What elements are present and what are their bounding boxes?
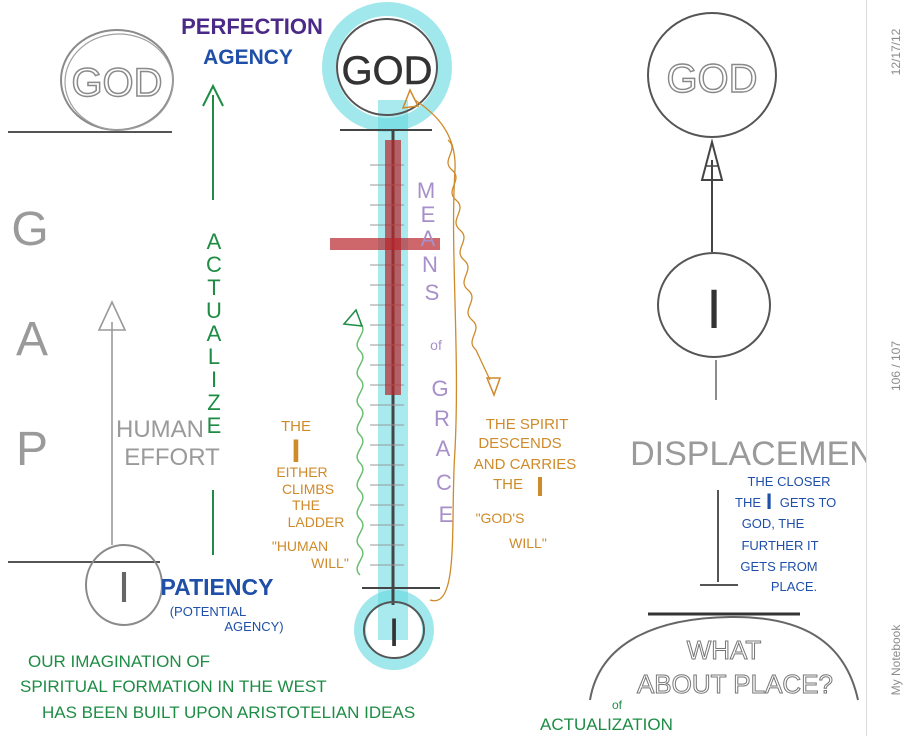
climb-note-will: WILL" xyxy=(311,555,349,571)
patiency-label: PATIENCY xyxy=(161,574,274,600)
actualize-letter-5: A xyxy=(207,321,222,346)
means-of-word: of xyxy=(430,337,442,353)
left-god-circle-outline xyxy=(64,33,174,131)
spirit-note-line-2: DESCENDS xyxy=(478,435,561,452)
actualize-letter-6: L xyxy=(208,344,220,369)
grace-letter-g: G xyxy=(431,376,448,401)
means-letter-a: A xyxy=(421,226,436,251)
center-god-circle xyxy=(336,18,438,116)
grace-letter-r: R xyxy=(434,406,450,431)
notebook-sidebar: 12/17/12 106 / 107 My Notebook xyxy=(866,0,924,736)
gap-letter-g: G xyxy=(11,203,48,256)
right-god-circle xyxy=(647,12,777,138)
spirit-note-i: I xyxy=(536,471,544,502)
spirit-note-will: WILL" xyxy=(509,535,547,551)
center-diagram: GOD I M E A N S of G R xyxy=(272,2,577,670)
actualize-letter-1: A xyxy=(207,229,222,254)
means-letter-e: E xyxy=(421,202,436,227)
spirit-outer-curve xyxy=(414,99,458,602)
actualize-letter-3: T xyxy=(207,275,220,300)
red-cross-vertical xyxy=(385,140,401,395)
center-i-circle xyxy=(363,601,425,659)
means-letter-m: M xyxy=(417,178,435,203)
caption-line-2: SPIRITUAL FORMATION IN THE WEST xyxy=(20,677,327,696)
red-cross-horizontal xyxy=(330,238,440,250)
spirit-squiggle xyxy=(447,139,491,381)
caption-of: of xyxy=(612,698,623,712)
climb-note-i: I xyxy=(292,433,301,469)
place-arc xyxy=(589,615,859,701)
left-i-label: I xyxy=(118,563,130,612)
closer-note-line-5: GETS FROM xyxy=(740,559,817,574)
grace-letter-e: E xyxy=(439,502,454,527)
means-of-grace: M E A N S of G R A C E xyxy=(417,178,454,527)
climb-note-the: THE xyxy=(281,418,311,435)
spirit-down-arrow-head xyxy=(485,377,502,398)
spirit-note-line-4: THE xyxy=(493,476,523,493)
closer-note: THE CLOSER THE I GETS TO GOD, THE FURTHE… xyxy=(735,474,836,594)
caption-line-4: ACTUALIZATION xyxy=(540,715,673,734)
climb-note-the2: THE xyxy=(292,497,320,513)
human-effort-label-1: HUMAN xyxy=(116,416,204,443)
closer-note-line-3: GOD, THE xyxy=(742,516,805,531)
sketch-drawing: GOD G A P HUMAN EFFORT I PERFECTION AGEN… xyxy=(8,2,874,734)
climb-arrow-head xyxy=(342,308,364,327)
closer-note-i: I xyxy=(766,489,772,514)
spirit-note-line-3: AND CARRIES xyxy=(474,456,577,473)
center-god-label: GOD xyxy=(341,49,432,93)
right-up-arrow-head xyxy=(700,138,724,181)
bottom-caption: OUR IMAGINATION OF SPIRITUAL FORMATION I… xyxy=(20,652,673,734)
gap-letter-a: A xyxy=(16,313,48,366)
actualize-letter-7: I xyxy=(211,367,217,392)
left-diagram: GOD G A P HUMAN EFFORT I PERFECTION AGEN… xyxy=(8,14,323,634)
agency-label: AGENCY xyxy=(203,46,293,69)
left-i-circle xyxy=(85,544,163,626)
closer-note-line-6: PLACE. xyxy=(771,579,817,594)
spirit-note: THE SPIRIT DESCENDS AND CARRIES THE I "G… xyxy=(474,416,577,551)
potential-agency-label-2: AGENCY) xyxy=(224,619,283,634)
climb-note: THE I EITHER CLIMBS THE LADDER "HUMAN WI… xyxy=(272,418,349,571)
left-god-label: GOD xyxy=(71,61,162,105)
closer-note-line-1: THE CLOSER xyxy=(747,474,830,489)
right-i-circle xyxy=(657,252,771,358)
human-effort-arrow-head xyxy=(97,300,127,331)
what-about-place-line-2: ABOUT PLACE? xyxy=(637,669,833,699)
closer-note-line-4: FURTHER IT xyxy=(741,538,818,553)
climb-note-either: EITHER xyxy=(276,464,327,480)
potential-agency-label-1: (POTENTIAL xyxy=(170,604,247,619)
actualize-arrow-head xyxy=(202,83,224,107)
caption-line-3: HAS BEEN BUILT UPON ARISTOTELIAN IDEAS xyxy=(42,703,415,722)
closer-note-the: THE xyxy=(735,495,761,510)
climb-note-climbs: CLIMBS xyxy=(282,481,334,497)
spirit-note-line-1: THE SPIRIT xyxy=(486,416,569,433)
spirit-note-gods: "GOD'S xyxy=(476,510,525,526)
notebook-page-canvas[interactable]: GOD G A P HUMAN EFFORT I PERFECTION AGEN… xyxy=(0,0,874,736)
right-i-label: I xyxy=(706,277,722,340)
means-letter-n: N xyxy=(422,252,438,277)
right-diagram: GOD I DISPLACEMEN THE CLOSER THE I GETS … xyxy=(589,12,874,701)
actualize-letter-2: C xyxy=(206,252,222,277)
human-effort-label-2: EFFORT xyxy=(124,444,220,471)
caption-line-1: OUR IMAGINATION OF xyxy=(28,652,210,671)
spirit-up-arrow-head xyxy=(401,88,420,109)
climb-squiggle xyxy=(356,322,364,576)
cyan-highlight-top-ring xyxy=(322,2,452,132)
actualize-letter-4: U xyxy=(206,298,222,323)
what-about-place-line-1: WHAT xyxy=(687,635,762,665)
grace-letter-a: A xyxy=(436,436,451,461)
gap-letter-p: P xyxy=(16,423,48,476)
center-i-label: I xyxy=(388,611,399,655)
grace-letter-c: C xyxy=(436,470,452,495)
closer-note-gets-to: GETS TO xyxy=(780,495,837,510)
climb-note-ladder: LADDER xyxy=(288,514,345,530)
actualize-letter-8: Z xyxy=(207,390,220,415)
right-god-label: GOD xyxy=(666,57,757,101)
means-letter-s: S xyxy=(425,280,440,305)
climb-note-human: "HUMAN xyxy=(272,538,328,554)
actualize-letter-9: E xyxy=(207,413,222,438)
displacement-label: DISPLACEMEN xyxy=(630,435,866,473)
perfection-label: PERFECTION xyxy=(181,14,323,39)
